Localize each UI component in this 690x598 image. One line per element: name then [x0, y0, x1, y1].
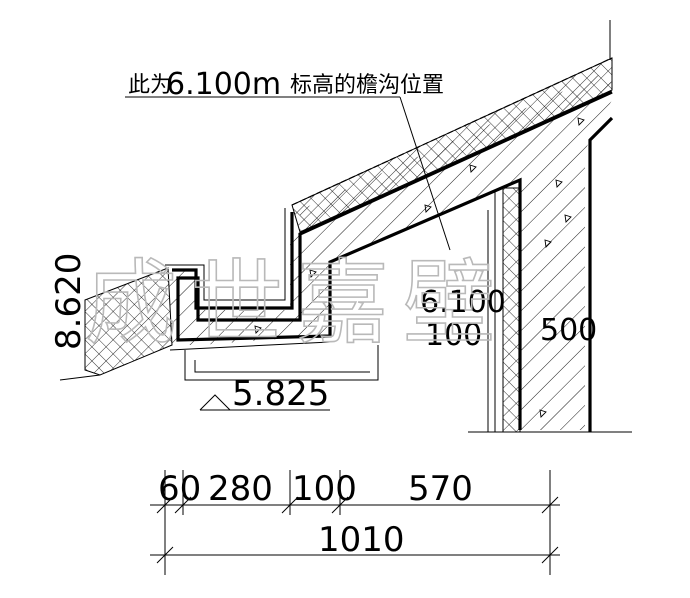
- dim-seg-3: 100: [292, 469, 357, 509]
- annotation-leader: [125, 96, 451, 251]
- dimension-lines: [150, 470, 560, 575]
- inner-label-b: 100: [425, 318, 482, 353]
- wall-insulation: [468, 20, 632, 433]
- elevation-gutter-label: 5.825: [232, 374, 329, 414]
- annotation-suffix: 标高的檐沟位置: [290, 73, 444, 98]
- aggregate-marks: [254, 117, 585, 418]
- left-elevation-label: 8.620: [49, 253, 89, 350]
- annotation-elevation: 6.100m: [166, 67, 281, 102]
- dim-seg-2: 280: [208, 469, 273, 509]
- dim-seg-4: 570: [408, 469, 473, 509]
- left-roof: [59, 267, 173, 381]
- dim-total: 1010: [318, 520, 405, 560]
- annotation-prefix: 此为: [128, 73, 172, 98]
- roof-insulation: [291, 57, 613, 233]
- elevation-marker: [199, 394, 330, 411]
- inner-label-c: 500: [540, 313, 597, 348]
- roof-slab: [168, 70, 612, 430]
- slab-outline: [172, 90, 614, 432]
- inner-label-a: 6.100: [420, 285, 506, 320]
- watermark: 成世嘉壁: [85, 250, 509, 357]
- dim-seg-1: 60: [158, 469, 201, 509]
- gutter-finish-lines: [165, 208, 379, 381]
